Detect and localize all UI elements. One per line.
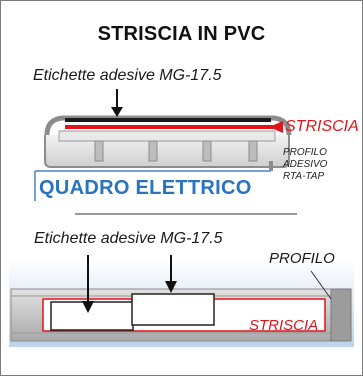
quadro-elettrico-label: QUADRO ELETTRICO <box>39 177 252 199</box>
striscia-arrow-head <box>269 121 283 133</box>
striscia-strip <box>65 125 273 129</box>
profilo-small-line-1: PROFILO <box>283 147 327 158</box>
label-arrow-head <box>111 107 123 117</box>
profile-cross-section <box>44 115 292 171</box>
striscia-label-bottom: STRISCIA <box>249 317 319 334</box>
profilo-small-line-3: RTA-TAP <box>283 171 325 182</box>
profilo-label-bottom: PROFILO <box>269 250 335 267</box>
diagram-title: STRISCIA IN PVC <box>97 23 266 45</box>
quadro-outline <box>34 170 271 201</box>
adhesive-label-2 <box>131 293 215 326</box>
adhesive-label-strip <box>65 118 271 122</box>
label-arrow-1-head <box>82 301 94 313</box>
etichette-label-top: Etichette adesive MG-17.5 <box>33 67 222 84</box>
profilo-adesivo-label: PROFILO ADESIVO RTA-TAP <box>283 147 327 183</box>
etichette-label-bottom: Etichette adesive MG-17.5 <box>34 230 223 247</box>
profilo-leader <box>310 270 332 300</box>
striscia-label-top: STRISCIA <box>285 118 359 135</box>
label-arrow-2-head <box>165 281 177 293</box>
adhesive-label-1 <box>50 301 134 331</box>
profilo-small-line-2: ADESIVO <box>283 159 328 170</box>
